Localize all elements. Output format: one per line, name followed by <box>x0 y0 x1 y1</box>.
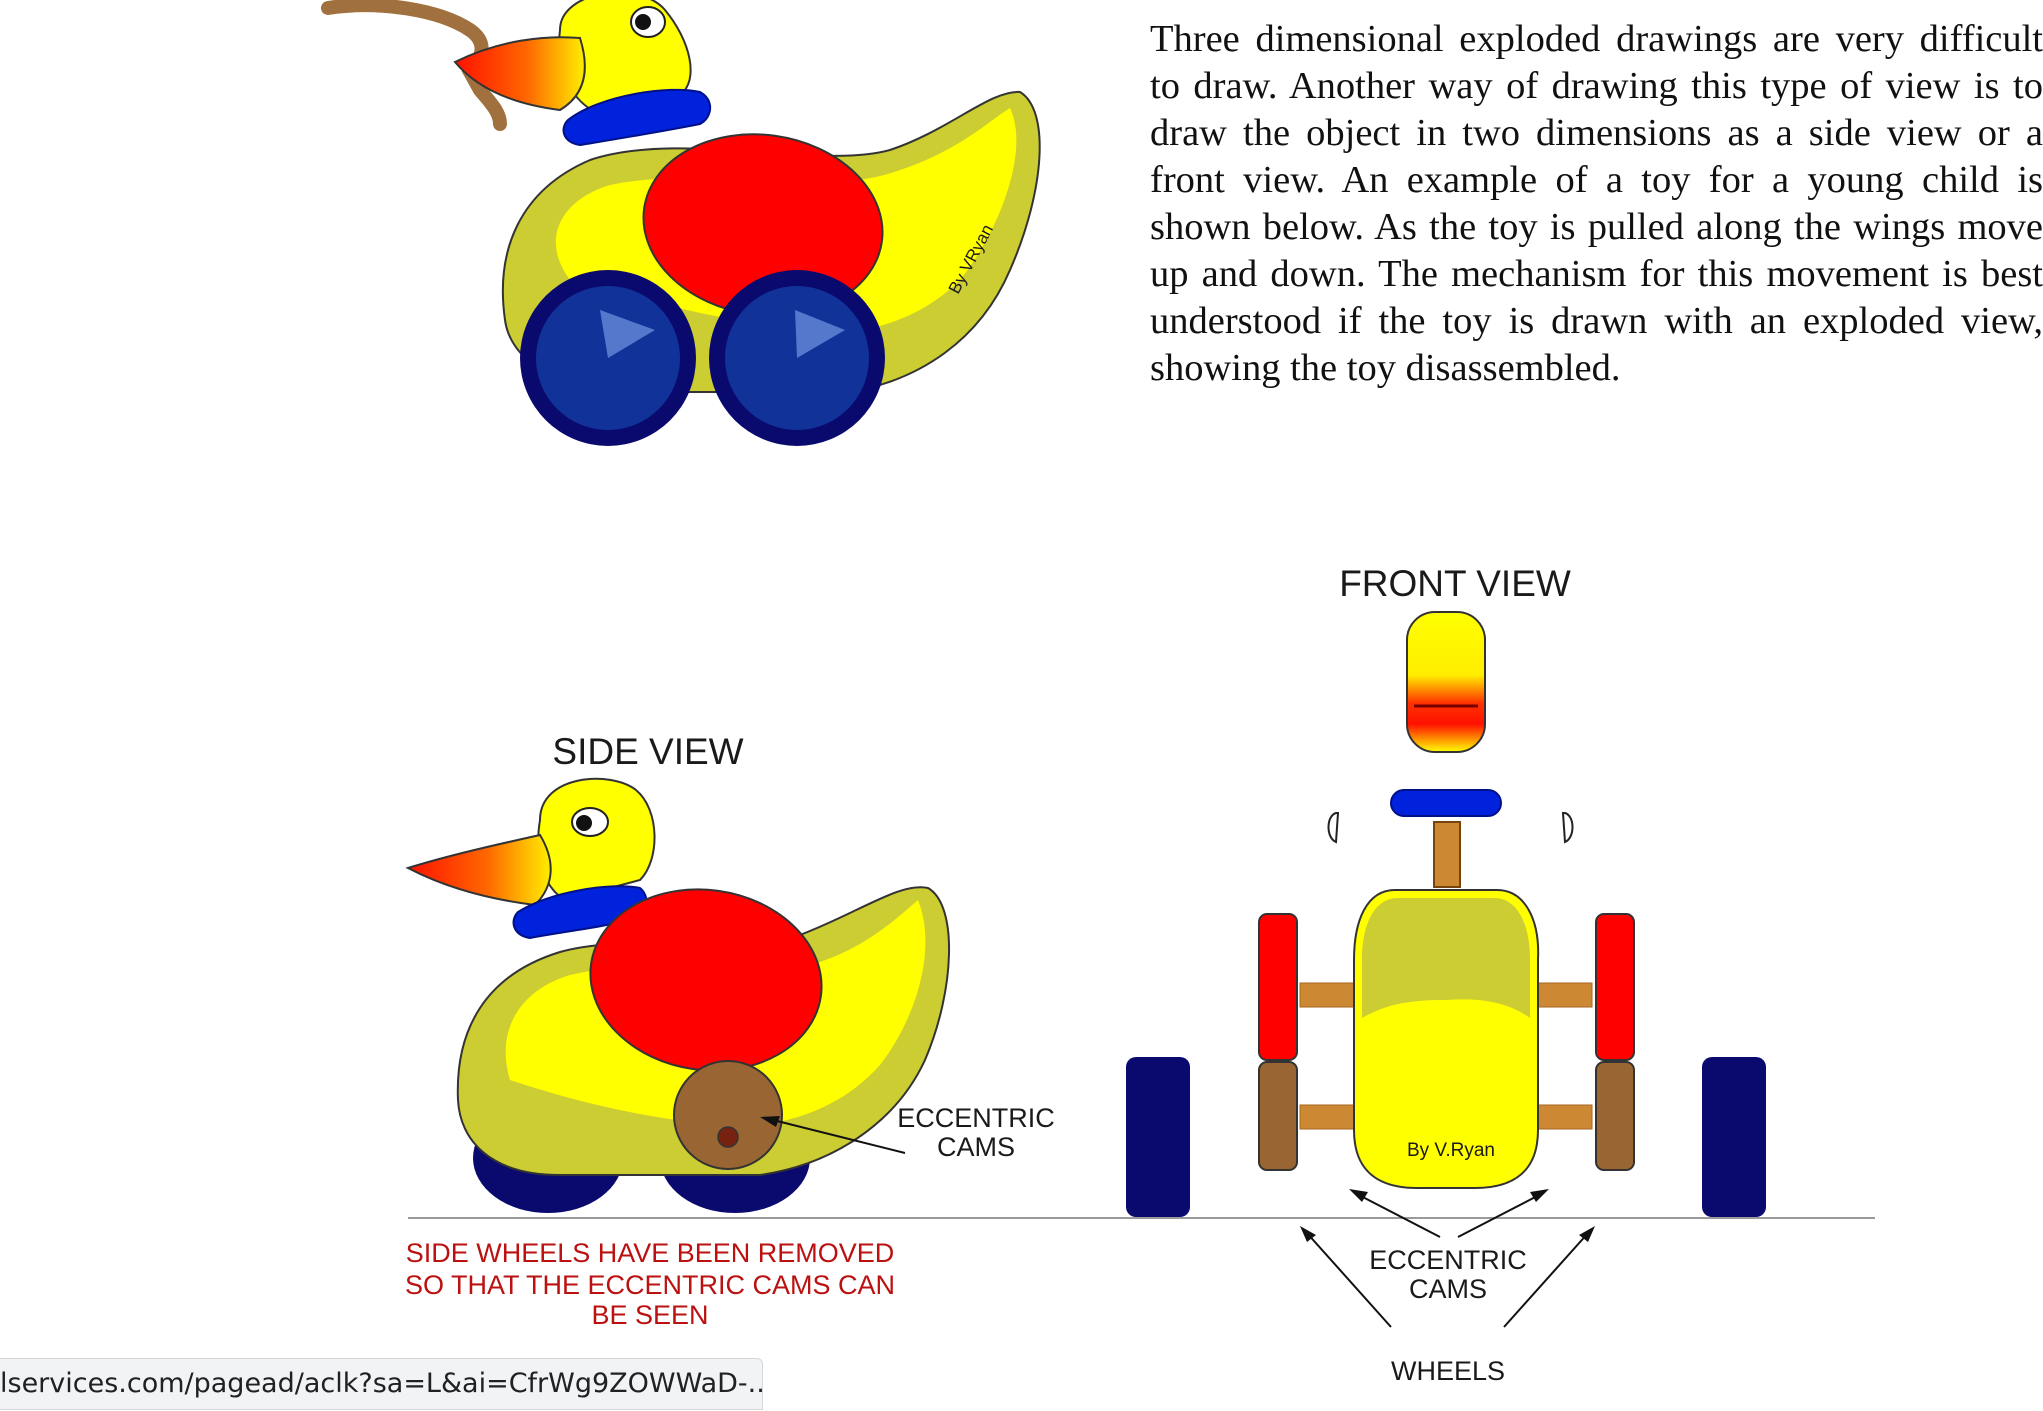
side-view-drawing: SIDE VIEW ECCENTRIC CAMS <box>405 731 1055 1213</box>
side-duck-pupil <box>576 815 592 831</box>
front-wheel-pointer-right <box>1503 1231 1590 1328</box>
front-view-title: FRONT VIEW <box>1339 563 1571 604</box>
side-cam-axle <box>717 1126 739 1148</box>
front-cam-left <box>1258 1061 1298 1171</box>
side-eccentric-cam <box>673 1060 783 1170</box>
side-duck-wing <box>589 888 823 1072</box>
front-wheel-pointer-left <box>1305 1231 1392 1328</box>
front-cam-right <box>1595 1061 1635 1171</box>
front-wing-right <box>1595 913 1635 1061</box>
front-wheel-left <box>1126 1057 1190 1217</box>
front-neck-dowel <box>1433 821 1461 888</box>
top-duck-wheel-right-shine <box>795 310 845 358</box>
status-bar-url: lservices.com/pagead/aclk?sa=L&ai=CfrWg9… <box>0 1358 763 1410</box>
side-cam-label-line1: ECCENTRIC <box>897 1103 1055 1133</box>
top-duck-pupil <box>635 14 651 30</box>
side-note-line2: SO THAT THE ECCENTRIC CAMS CAN <box>405 1270 895 1300</box>
side-duck-beak <box>405 833 552 907</box>
front-wheel-pointer-right-head <box>1579 1226 1595 1242</box>
front-upper-axle-left <box>1299 982 1357 1008</box>
front-wheels-label: WHEELS <box>1391 1356 1505 1386</box>
front-lower-axle-right <box>1535 1104 1593 1130</box>
side-view-title: SIDE VIEW <box>552 731 743 772</box>
front-collar <box>1390 789 1502 817</box>
front-view-drawing: FRONT VIEW By V.Ryan <box>1126 563 1766 1386</box>
front-cam-pointer-left-head <box>1349 1189 1368 1202</box>
front-head <box>1406 611 1486 753</box>
top-duck-collar <box>562 88 712 147</box>
side-cam-label-line2: CAMS <box>937 1132 1015 1162</box>
front-cam-label-line1: ECCENTRIC <box>1369 1245 1527 1275</box>
top-duck-drawing: By VRyan <box>321 0 1041 446</box>
front-body-shading <box>1362 898 1530 1018</box>
side-duck-head <box>537 777 656 902</box>
front-cam-pointer-left <box>1354 1192 1441 1238</box>
top-duck-wheel-left-shine <box>600 310 655 358</box>
front-signature: By V.Ryan <box>1407 1140 1495 1161</box>
side-note-line1: SIDE WHEELS HAVE BEEN REMOVED <box>406 1238 895 1268</box>
front-wheel-right <box>1702 1057 1766 1217</box>
side-cam-pointer-arrowhead <box>760 1116 780 1127</box>
front-cam-pointer-right-head <box>1530 1189 1549 1202</box>
intro-paragraph: Three dimensional exploded drawings are … <box>1150 18 2043 389</box>
front-eye-right <box>1561 812 1574 844</box>
front-upper-axle-right <box>1535 982 1593 1008</box>
pull-string <box>321 0 507 131</box>
side-note-line3: BE SEEN <box>591 1300 708 1330</box>
front-lower-axle-left <box>1299 1104 1357 1130</box>
front-wheel-pointer-left-head <box>1300 1226 1316 1242</box>
front-cam-label-line2: CAMS <box>1409 1274 1487 1304</box>
top-duck-beak <box>453 36 586 112</box>
side-cam-pointer <box>764 1117 906 1154</box>
front-cam-pointer-right <box>1457 1192 1544 1238</box>
front-eye-left <box>1327 812 1340 844</box>
front-wing-left <box>1258 913 1298 1061</box>
